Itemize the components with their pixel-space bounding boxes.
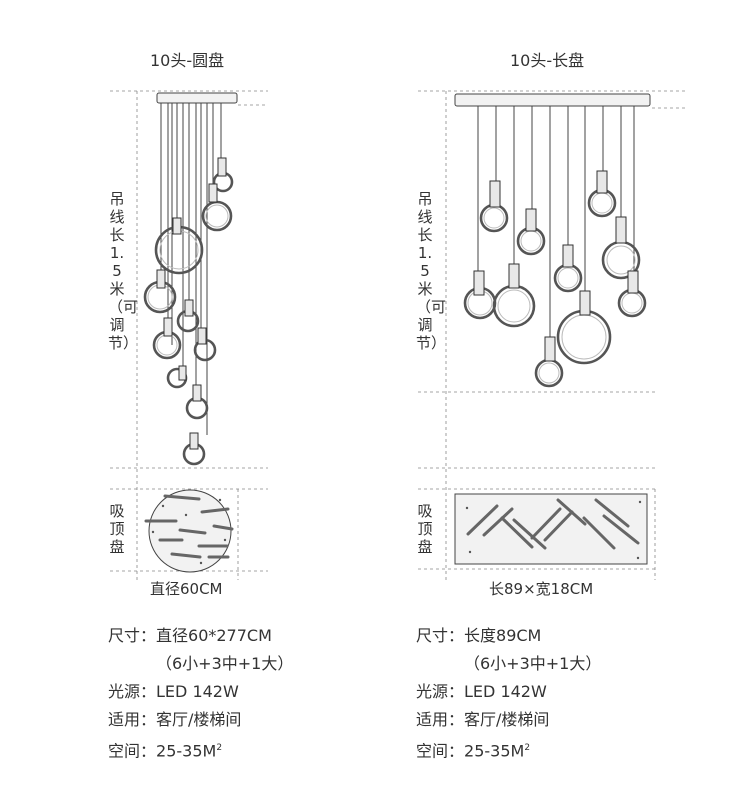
right-canopy-top-view xyxy=(454,493,648,565)
left-spec-size-detail: （6小+3中+1大） xyxy=(156,654,294,673)
right-wire-length-label: 吊线长1.5米（可调节） xyxy=(416,190,447,352)
left-spec-size-value: 直径60*277CM xyxy=(156,626,272,645)
right-spec-size-detail: （6小+3中+1大） xyxy=(464,654,602,673)
left-spec-space-sup: 2 xyxy=(216,743,223,753)
left-spec-light-label: 光源： xyxy=(108,682,157,701)
right-canopy-label: 吸顶盘 xyxy=(417,502,433,556)
right-spec-use: 适用：客厅/楼梯间 xyxy=(416,710,601,730)
right-dimension-lines xyxy=(418,90,688,580)
left-title: 10头-圆盘 xyxy=(150,51,225,70)
left-canopy-dimension: 直径60CM xyxy=(150,580,223,598)
right-spec-size: 尺寸：长度89CM xyxy=(416,626,601,646)
left-spec-light-value: LED 142W xyxy=(156,682,239,701)
right-spec-size-label: 尺寸： xyxy=(416,626,465,645)
right-title: 10头-长盘 xyxy=(510,51,585,70)
right-canopy-dimension: 长89×宽18CM xyxy=(489,580,594,598)
right-pendant-lights xyxy=(463,170,647,388)
right-spec-space-sup: 2 xyxy=(524,743,531,753)
right-spec-light-value: LED 142W xyxy=(464,682,547,701)
right-spec-list: 尺寸：长度89CM （6小+3中+1大） 光源：LED 142W 适用：客厅/楼… xyxy=(416,626,601,761)
left-spec-space-label: 空间： xyxy=(108,741,157,761)
right-spec-space-value: 25-35M xyxy=(464,741,525,761)
right-spec-space: 空间：25-35M2 xyxy=(416,738,601,761)
left-canopy-top-view xyxy=(144,489,234,573)
left-spec-space-value: 25-35M xyxy=(156,741,217,761)
left-spec-size-label: 尺寸： xyxy=(108,626,157,645)
left-spec-use-label: 适用： xyxy=(108,710,157,729)
left-wire-length-label: 吊线长1.5米（可调节） xyxy=(108,190,139,352)
right-spec-size-value: 长度89CM xyxy=(464,626,542,645)
left-spec-size: 尺寸：直径60*277CM xyxy=(108,626,293,646)
right-spec-use-value: 客厅/楼梯间 xyxy=(464,710,550,729)
right-wires xyxy=(477,106,635,338)
right-canopy-side xyxy=(454,93,651,107)
right-spec-light: 光源：LED 142W xyxy=(416,682,601,702)
right-spec-use-label: 适用： xyxy=(416,710,465,729)
left-spec-space: 空间：25-35M2 xyxy=(108,738,293,761)
left-spec-light: 光源：LED 142W xyxy=(108,682,293,702)
right-spec-space-label: 空间： xyxy=(416,741,465,761)
left-spec-list: 尺寸：直径60*277CM （6小+3中+1大） 光源：LED 142W 适用：… xyxy=(108,626,293,761)
left-canopy-side xyxy=(156,92,238,104)
left-spec-use-value: 客厅/楼梯间 xyxy=(156,710,242,729)
left-spec-use: 适用：客厅/楼梯间 xyxy=(108,710,293,730)
left-canopy-label: 吸顶盘 xyxy=(109,502,125,556)
right-spec-light-label: 光源： xyxy=(416,682,465,701)
left-pendant-lights xyxy=(143,157,234,466)
